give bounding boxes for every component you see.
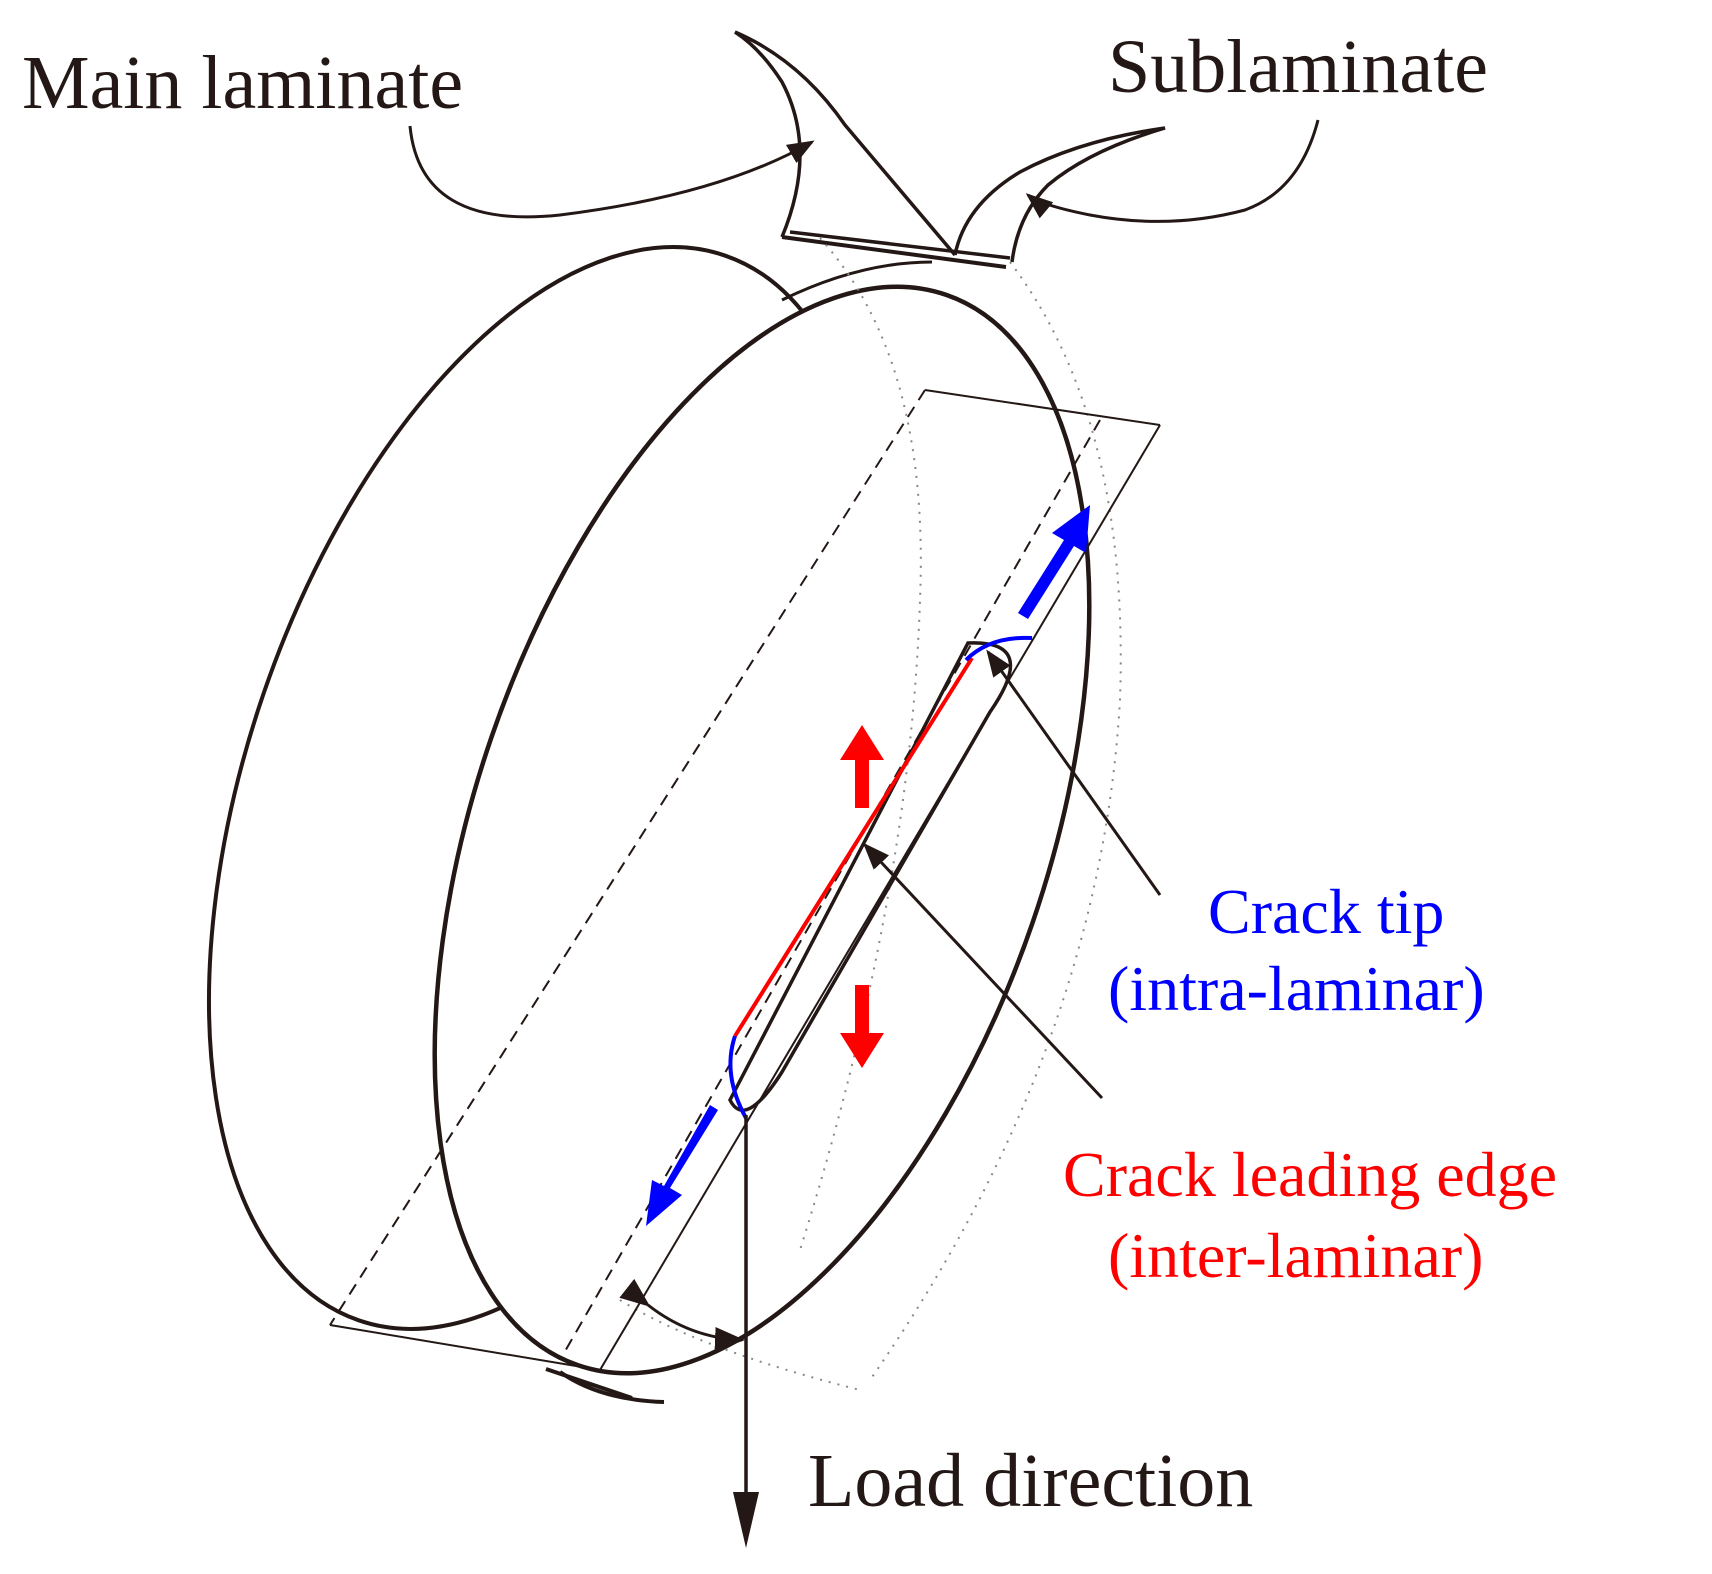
crack-tip-leader	[986, 649, 1162, 896]
red-arrow-up	[840, 725, 884, 808]
load-direction-arrow	[733, 1115, 759, 1548]
peel-bridge	[789, 230, 1011, 260]
text-labels: Main laminate Sublaminate Crack tip (int…	[22, 25, 1557, 1523]
crack-opening-arrows	[840, 725, 884, 1068]
main-laminate-top-edge	[781, 235, 1007, 269]
crack-tip-growth-arrows	[646, 505, 1090, 1226]
blue-arrow-down-left	[646, 1105, 718, 1226]
crack-leading-edge-line	[733, 656, 974, 1038]
sublaminate-leader	[1025, 119, 1320, 223]
sublaminate-front-face	[432, 284, 1092, 1376]
sublaminate-peel	[953, 126, 1166, 263]
sublaminate-disk	[432, 260, 1092, 1376]
crack-tip-upper	[964, 635, 1033, 662]
crack-tip-label: Crack tip	[1208, 876, 1444, 947]
load-direction-label: Load direction	[808, 1439, 1253, 1523]
sublaminate-label: Sublaminate	[1108, 25, 1488, 109]
blue-arrow-up-right	[1018, 505, 1090, 619]
leader-lines	[408, 119, 1320, 1100]
ply-angle-arc	[619, 1278, 745, 1351]
box-right-edge	[599, 424, 1161, 1371]
dotted-contours	[619, 237, 1122, 1391]
box-bottom-edge	[329, 1324, 601, 1371]
load-arrow-head	[733, 1492, 759, 1548]
crack-tip-sublabel: (intra-laminar)	[1108, 953, 1485, 1024]
sublaminate-rim	[781, 260, 933, 302]
crack	[728, 635, 1033, 1119]
crack-leading-edge-leader	[862, 842, 1104, 1100]
main-laminate-leader	[408, 125, 815, 219]
box-dashed-left	[329, 389, 926, 1326]
box-top-edge	[924, 389, 1161, 426]
crack-tip-lower	[728, 1035, 748, 1119]
main-laminate-peel	[734, 30, 957, 257]
crack-leading-edge-label: Crack leading edge	[1063, 1139, 1557, 1210]
main-laminate-bottom-curve	[558, 1370, 665, 1404]
red-arrow-down	[840, 985, 884, 1068]
crack-leading-edge-sublabel: (inter-laminar)	[1108, 1220, 1483, 1291]
main-laminate-label: Main laminate	[22, 41, 463, 125]
peeled-sheets	[734, 30, 1166, 263]
